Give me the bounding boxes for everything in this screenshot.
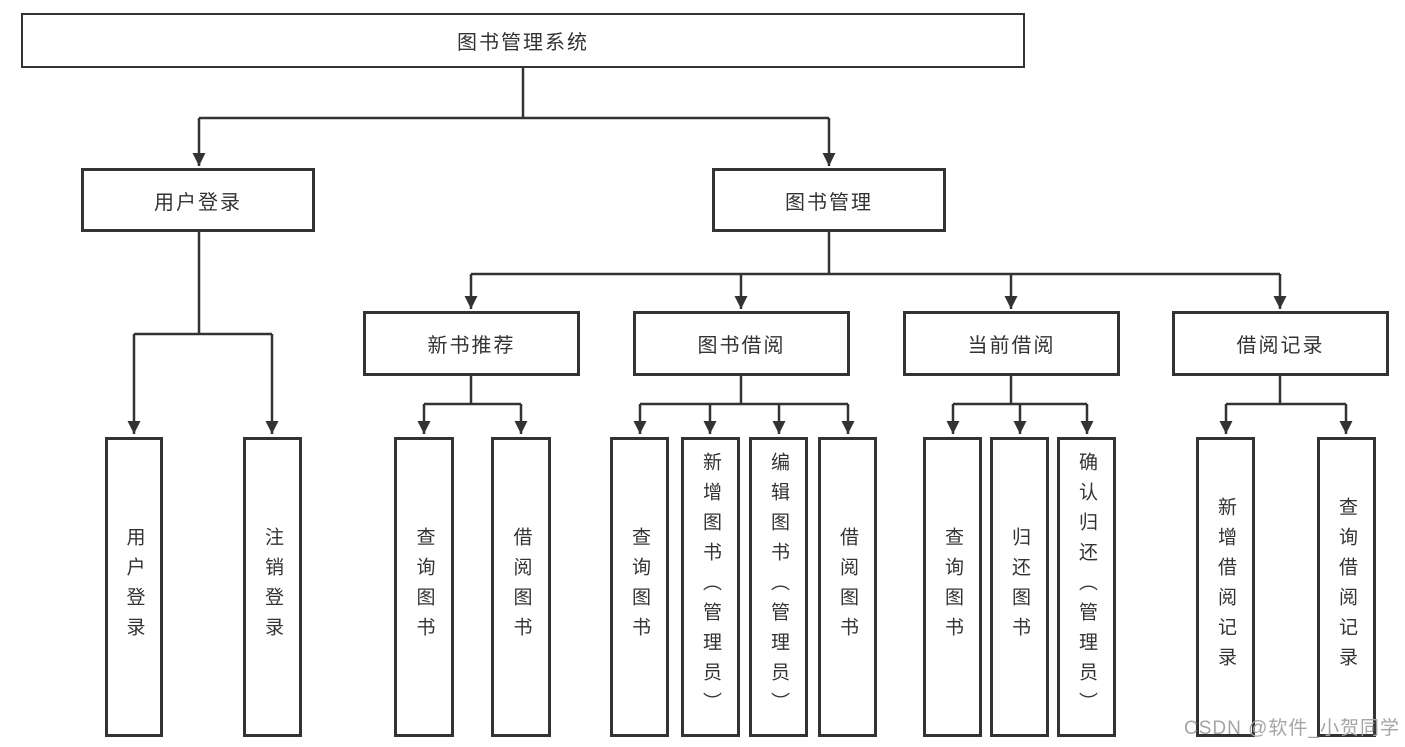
leaf-borrowing-query-books: 查询图书 (610, 437, 669, 737)
leaf-current-return-books-label: 归还图书 (1009, 527, 1030, 647)
leaf-recommend-borrow-books: 借阅图书 (491, 437, 551, 737)
node-new-book-recommend: 新书推荐 (363, 311, 580, 376)
leaf-borrowing-borrow-books-label: 借阅图书 (837, 527, 858, 647)
leaf-current-return-books: 归还图书 (990, 437, 1049, 737)
leaf-records-query-record-label: 查询借阅记录 (1336, 497, 1357, 677)
leaf-records-add-record-label: 新增借阅记录 (1215, 497, 1236, 677)
leaf-borrowing-add-books-admin: 新增图书（管理员） (681, 437, 740, 737)
leaf-records-query-record: 查询借阅记录 (1317, 437, 1376, 737)
leaf-user-logout-label: 注销登录 (262, 527, 283, 647)
leaf-user-logout: 注销登录 (243, 437, 302, 737)
node-current-borrowing: 当前借阅 (903, 311, 1120, 376)
node-book-management-branch: 图书管理 (712, 168, 946, 232)
leaf-recommend-query-books: 查询图书 (394, 437, 454, 737)
leaf-user-login: 用户登录 (105, 437, 163, 737)
leaf-current-query-books: 查询图书 (923, 437, 982, 737)
node-user-login-branch: 用户登录 (81, 168, 315, 232)
node-root-system: 图书管理系统 (21, 13, 1025, 68)
leaf-user-login-label: 用户登录 (123, 527, 145, 647)
leaf-current-confirm-return-admin: 确认归还（管理员） (1057, 437, 1116, 737)
leaf-borrowing-edit-books-admin-label: 编辑图书（管理员） (768, 452, 789, 722)
csdn-watermark: CSDN @软件_小贺同学 (1184, 718, 1400, 739)
leaf-current-confirm-return-admin-label: 确认归还（管理员） (1076, 452, 1097, 722)
leaf-current-query-books-label: 查询图书 (942, 527, 963, 647)
leaf-borrowing-query-books-label: 查询图书 (629, 527, 650, 647)
leaf-recommend-query-books-label: 查询图书 (413, 527, 435, 647)
leaf-borrowing-borrow-books: 借阅图书 (818, 437, 877, 737)
leaf-recommend-borrow-books-label: 借阅图书 (510, 527, 532, 647)
node-borrowing-records: 借阅记录 (1172, 311, 1389, 376)
node-book-borrowing: 图书借阅 (633, 311, 850, 376)
leaf-borrowing-add-books-admin-label: 新增图书（管理员） (700, 452, 721, 722)
leaf-records-add-record: 新增借阅记录 (1196, 437, 1255, 737)
leaf-borrowing-edit-books-admin: 编辑图书（管理员） (749, 437, 808, 737)
